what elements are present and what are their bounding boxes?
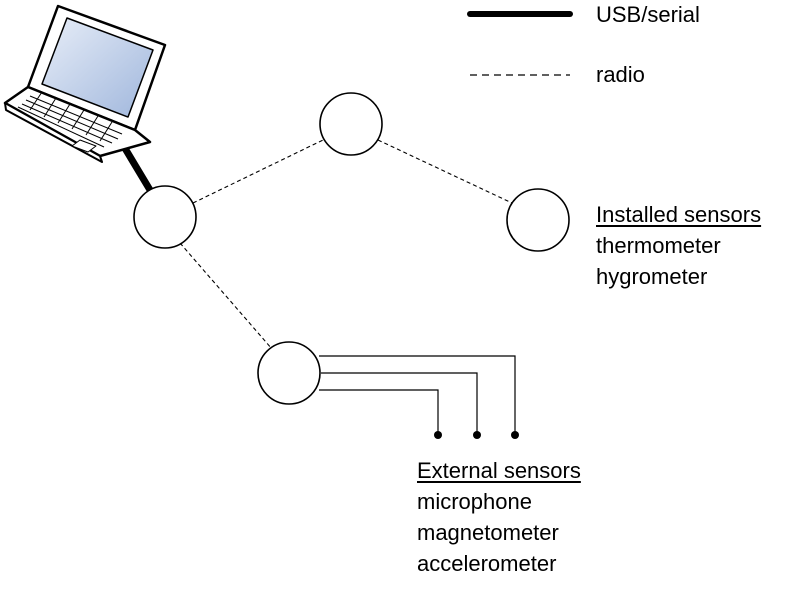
external-sensor-terminal bbox=[434, 431, 442, 439]
radio-link-left-top bbox=[192, 139, 324, 204]
external-sensor-item: accelerometer bbox=[417, 551, 557, 576]
node-right bbox=[506, 188, 570, 252]
installed-sensor-item: thermometer bbox=[596, 233, 721, 258]
external-sensor-terminal bbox=[511, 431, 519, 439]
legend-usb-label: USB/serial bbox=[596, 2, 700, 27]
radio-link-top-right bbox=[377, 139, 513, 204]
legend-radio-label: radio bbox=[596, 62, 645, 87]
laptop-icon bbox=[3, 4, 167, 163]
installed-sensors-heading: Installed sensors bbox=[596, 202, 762, 227]
external-sensor-terminal bbox=[473, 431, 481, 439]
external-sensor-item: magnetometer bbox=[417, 520, 559, 545]
installed-sensor-item: hygrometer bbox=[596, 264, 708, 289]
node-gateway bbox=[133, 185, 197, 249]
node-top bbox=[319, 92, 383, 156]
radio-link-left-bottom bbox=[179, 242, 273, 350]
node-bottom bbox=[257, 341, 321, 405]
external-sensors-heading: External sensors bbox=[417, 458, 581, 483]
external-sensor-item: microphone bbox=[417, 489, 532, 514]
external-sensor-wires bbox=[319, 355, 516, 433]
